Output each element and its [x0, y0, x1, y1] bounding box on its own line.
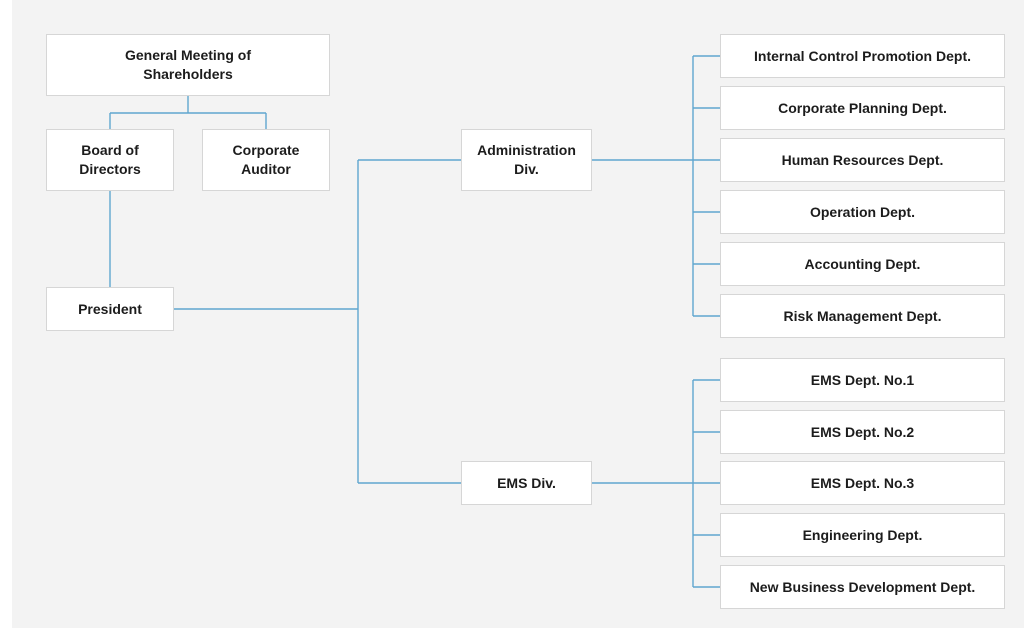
dept-label: New Business Development Dept.: [749, 578, 976, 595]
dept-engineering: Engineering Dept.: [720, 513, 1005, 557]
dept-label: Risk Management Dept.: [783, 307, 942, 324]
dept-accounting: Accounting Dept.: [720, 242, 1005, 286]
dept-new-business-development: New Business Development Dept.: [720, 565, 1005, 609]
ems-div-box: EMS Div.: [461, 461, 592, 505]
dept-label: EMS Dept. No.1: [810, 371, 915, 388]
administration-div-label: Administration Div.: [477, 142, 576, 177]
general-meeting-box: General Meeting of Shareholders: [46, 34, 330, 96]
administration-div-box: Administration Div.: [461, 129, 592, 191]
dept-label: Corporate Planning Dept.: [778, 99, 947, 116]
dept-label: Operation Dept.: [809, 203, 915, 220]
dept-human-resources: Human Resources Dept.: [720, 138, 1005, 182]
corporate-auditor-label: Corporate Auditor: [232, 142, 300, 177]
board-of-directors-box: Board of Directors: [46, 129, 174, 191]
dept-label: Accounting Dept.: [804, 255, 921, 272]
dept-label: EMS Dept. No.3: [810, 474, 915, 491]
dept-ems-no2: EMS Dept. No.2: [720, 410, 1005, 454]
ems-div-label: EMS Div.: [497, 474, 556, 491]
dept-label: EMS Dept. No.2: [810, 423, 915, 440]
dept-corporate-planning: Corporate Planning Dept.: [720, 86, 1005, 130]
president-box: President: [46, 287, 174, 331]
dept-label: Internal Control Promotion Dept.: [754, 47, 971, 64]
general-meeting-label: General Meeting of Shareholders: [124, 47, 252, 82]
dept-risk-management: Risk Management Dept.: [720, 294, 1005, 338]
president-label: President: [78, 300, 142, 317]
dept-label: Engineering Dept.: [802, 526, 923, 543]
dept-label: Human Resources Dept.: [781, 151, 944, 168]
dept-ems-no1: EMS Dept. No.1: [720, 358, 1005, 402]
dept-internal-control-promotion: Internal Control Promotion Dept.: [720, 34, 1005, 78]
board-of-directors-label: Board of Directors: [79, 142, 141, 177]
dept-ems-no3: EMS Dept. No.3: [720, 461, 1005, 505]
corporate-auditor-box: Corporate Auditor: [202, 129, 330, 191]
dept-operation: Operation Dept.: [720, 190, 1005, 234]
